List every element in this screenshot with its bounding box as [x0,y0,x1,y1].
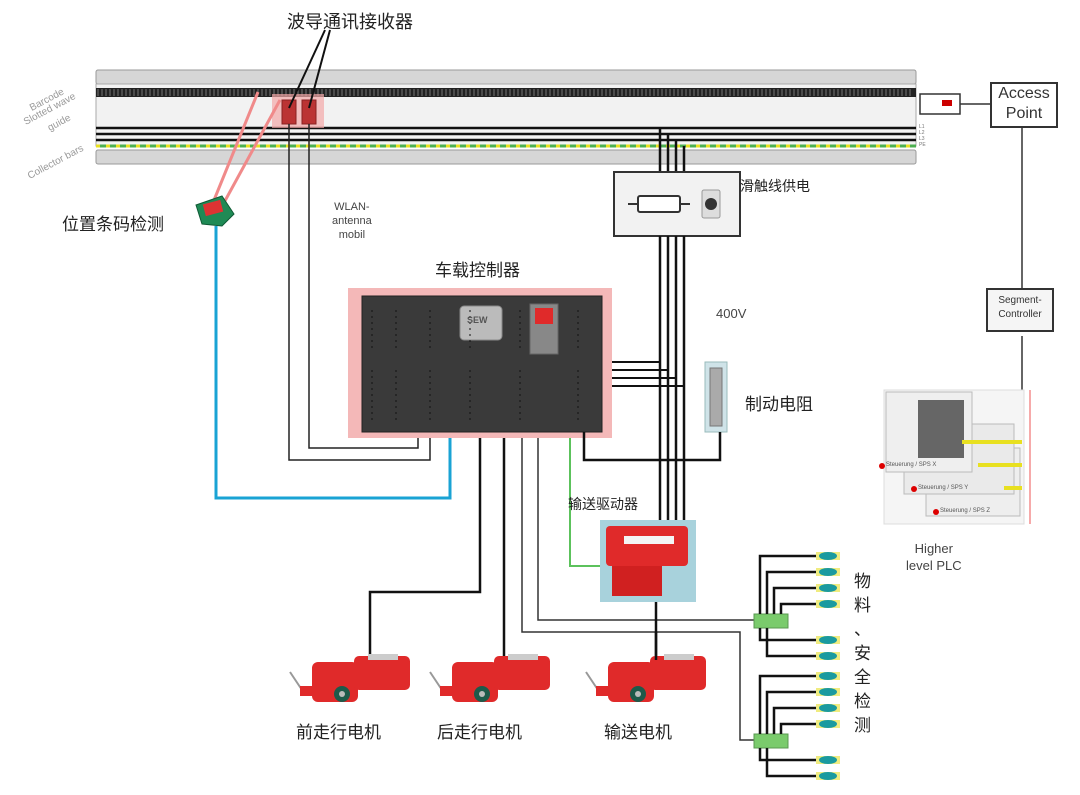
plc-unit-y: Steuerung / SPS Y [918,485,969,491]
waveguide-receiver-label: 波导通讯接收器 [287,12,413,33]
sensor-icon [816,688,840,696]
receiver-cable [288,124,431,461]
receiver-cable [308,124,419,449]
front-motor [289,654,410,702]
plc-unit-z: Steuerung / SPS Z [940,508,991,514]
access-point-line: Access [998,85,1050,102]
vertical-char: 安 [854,644,871,664]
conveyor-drive-label: 输送驱动器 [568,497,638,513]
sensor-icon [816,772,840,780]
plc-line: level PLC [906,558,962,573]
voltage-label: 400V [716,306,747,321]
plc-unit-x: Steuerung / SPS X [886,462,937,468]
vertical-char: 全 [854,668,871,688]
laser-beam [208,91,260,211]
sensor-icon [816,636,840,644]
rail [95,69,917,165]
conveyor-motor [585,654,706,702]
phase-label: L2 [919,130,925,136]
sensor-icon [816,672,840,680]
vertical-char: 检 [854,692,871,712]
barcode-cable [214,226,452,500]
sensor-icon [816,584,840,592]
sensor-icon [816,704,840,712]
segment-controller-box: Segment- Controller [986,288,1054,332]
sensor-hub [753,613,789,629]
higher-plc-label: Higher level PLC [906,540,962,574]
controller-brand: SEW [467,315,488,325]
plc-line: Higher [914,541,953,556]
sensor-icon [816,720,840,728]
conveyor-motor-label: 输送电机 [604,723,672,743]
vertical-char: 物 [854,572,871,592]
wlan-line: WLAN- [334,201,370,213]
rear-motor-label: 后走行电机 [437,723,522,743]
wlan-line: antenna [332,215,372,227]
waveguide-receivers [272,29,331,128]
vertical-char: 料 [854,596,871,616]
segment-line: Controller [998,309,1042,320]
barcode-detect-label: 位置条码检测 [62,215,164,235]
switch-icon [705,198,717,210]
phase-label: L3 [919,136,925,142]
sensor-icon [816,568,840,576]
wlan-line: mobil [338,229,366,241]
onboard-controller-label: 车载控制器 [435,261,520,281]
front-motor-cable [368,438,482,680]
segment-line: Segment- [998,295,1042,306]
access-point-box: Access Point [990,82,1058,128]
wlan-antenna-label: WLAN- antenna mobil [332,200,372,242]
sensor-hub [753,733,789,749]
phase-label: L1 [919,124,925,130]
fuse-icon [637,195,681,213]
brake-resistor [704,361,728,433]
rear-motor [429,654,550,702]
vertical-char: 测 [854,716,871,736]
sensor-icon [816,600,840,608]
sensor-icon [816,756,840,764]
antenna-coupler [919,93,961,115]
access-point-line: Point [1005,105,1043,122]
busbar-supply-label: 滑触线供电 [740,179,810,195]
sensor-icon [816,652,840,660]
phase-labels: L1 L2 L3 PE [919,124,926,148]
sensor-icon [816,552,840,560]
fuse-box [613,171,741,237]
material-safety-detect-label: 物 料 、 安 全 检 测 [854,570,871,738]
conveyor-drive [600,520,696,602]
barcode-scanner [195,195,235,227]
phase-label: PE [919,142,926,148]
drive-signal-cable [569,438,604,567]
laser-beam [218,99,282,211]
brake-resistor-label: 制动电阻 [745,395,813,415]
onboard-controller [348,288,612,438]
busbar-drop [658,128,686,172]
higher-level-plc [879,389,1031,525]
vertical-char: 、 [854,620,871,640]
front-motor-label: 前走行电机 [296,723,381,743]
